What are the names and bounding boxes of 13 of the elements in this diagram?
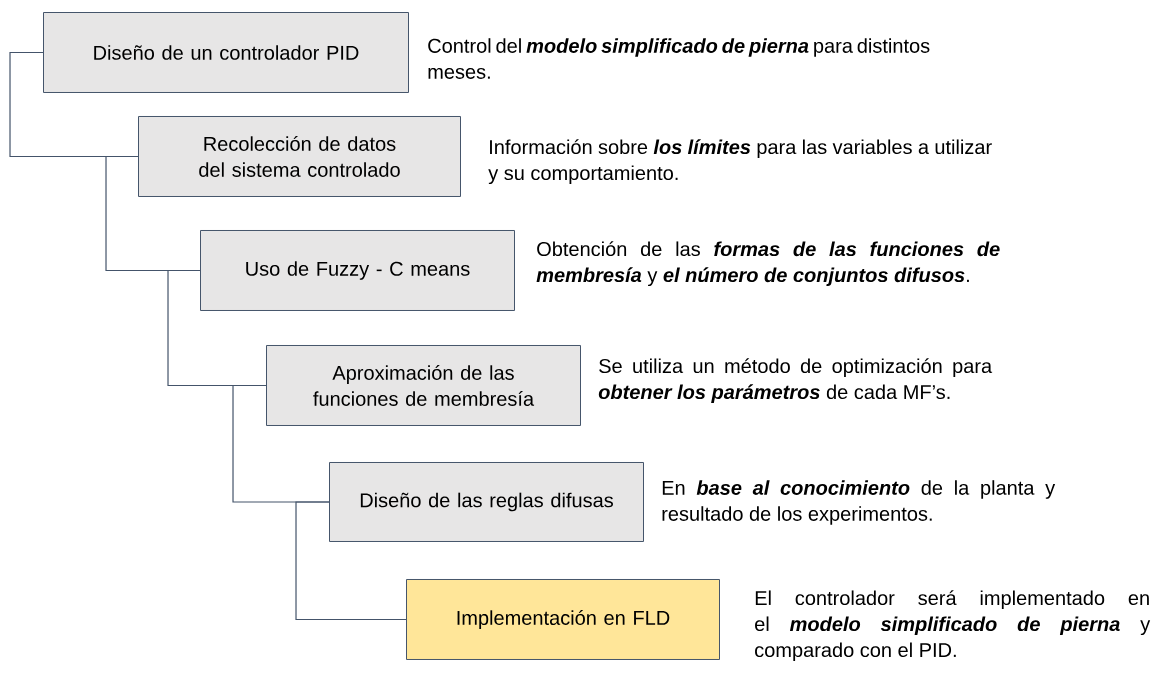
process-box: Diseño de un controlador PID — [43, 12, 409, 93]
description-text: El controlador será implementado en el modelo simplificado de pierna y comparado con el PID. — [755, 590, 1151, 662]
description-text: Se utiliza un método de optimización para obtener los parámetros de cada MF’s. — [598, 358, 993, 404]
process-box: Implementación en FLD — [406, 579, 720, 660]
process-box: Uso de Fuzzy - C means — [200, 230, 515, 311]
description-text: Control del modelo simplificado de pierna para distintos meses. — [428, 38, 930, 79]
process-box: Diseño de las reglas difusas — [329, 462, 644, 542]
description-text: Información sobre los límites para las variables a utilizar y su comportamiento. — [488, 139, 992, 185]
description-text: En base al conocimiento de la planta y resultado de los experimentos. — [662, 480, 1056, 525]
description-text: Obtención de las formas de las funciones de membresía y el número de conjuntos difusos. — [536, 241, 1000, 287]
connector-line — [295, 501, 407, 621]
process-box: Aproximación de las funciones de membresía — [266, 345, 581, 426]
process-box: Recolección de datos del sistema controlado — [138, 116, 461, 197]
